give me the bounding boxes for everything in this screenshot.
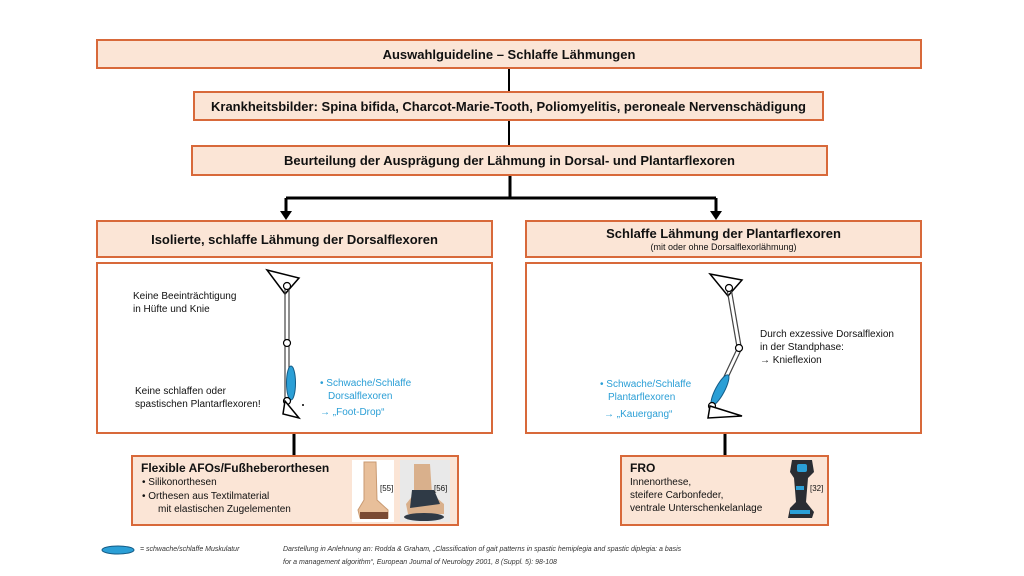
silicone-orthosis-image	[352, 460, 394, 522]
right-note-3: → Knieflexion	[760, 355, 822, 366]
page-title: Auswahlguideline – Schlaffe Lähmungen	[382, 46, 636, 62]
afo-item-3: mit elastischen Zugelementen	[158, 504, 291, 515]
diseases-text: Krankheitsbilder: Spina bifida, Charcot-…	[211, 98, 806, 114]
assessment-box: Beurteilung der Ausprägung der Lähmung i…	[191, 145, 828, 176]
left-header-box: Isolierte, schlaffe Lähmung der Dorsalfl…	[96, 220, 493, 258]
fro-line-1: Innenorthese,	[630, 477, 692, 488]
diseases-box: Krankheitsbilder: Spina bifida, Charcot-…	[193, 91, 824, 121]
textile-orthosis-image	[400, 460, 450, 522]
left-note-top-1: Keine Beeinträchtigung	[133, 291, 237, 302]
source-line-2: for a management algorithm“, European Jo…	[283, 559, 557, 566]
legend-text: = schwache/schlaffe Muskulatur	[140, 546, 240, 553]
leg-figure-icon	[265, 268, 304, 420]
muscle-legend-icon	[101, 545, 135, 555]
left-weak-2: Dorsalflexoren	[328, 391, 393, 402]
title-box: Auswahlguideline – Schlaffe Lähmungen	[96, 39, 922, 69]
left-result: → „Foot-Drop“	[320, 407, 385, 418]
right-header: Schlaffe Lähmung der Plantarflexoren	[606, 226, 841, 241]
fro-line-3: ventrale Unterschenkelanlage	[630, 503, 763, 514]
fro-orthosis-image	[788, 460, 814, 518]
left-note-left-2: spastischen Plantarflexoren!	[135, 399, 261, 410]
connector	[508, 121, 510, 145]
right-note-1: Durch exzessive Dorsalflexion	[760, 329, 894, 340]
afo-ref-2: [56]	[434, 484, 448, 493]
connector	[508, 69, 510, 91]
fro-title: FRO	[630, 461, 656, 475]
right-note-2: in der Standphase:	[760, 342, 844, 353]
afo-title: Flexible AFOs/Fußheberorthesen	[141, 461, 330, 475]
right-weak-2: Plantarflexoren	[608, 392, 676, 403]
left-weak-1: • Schwache/Schlaffe	[320, 378, 412, 389]
assessment-text: Beurteilung der Ausprägung der Lähmung i…	[284, 153, 735, 168]
left-note-top-2: in Hüfte und Knie	[133, 304, 210, 315]
left-content-box	[96, 262, 493, 434]
right-subheader: (mit oder ohne Dorsalflexorlähmung)	[650, 242, 797, 252]
fro-ref: [32]	[810, 484, 824, 493]
left-header: Isolierte, schlaffe Lähmung der Dorsalfl…	[151, 231, 438, 247]
right-result: → „Kauergang“	[604, 409, 673, 420]
afo-item-2: • Orthesen aus Textilmaterial	[142, 491, 270, 502]
crouch-leg-figure-icon	[707, 272, 744, 419]
left-note-left-1: Keine schlaffen oder	[135, 386, 226, 397]
right-header-box: Schlaffe Lähmung der Plantarflexoren (mi…	[525, 220, 922, 258]
right-weak-1: • Schwache/Schlaffe	[600, 379, 692, 390]
afo-ref-1: [55]	[380, 484, 394, 493]
afo-item-1: • Silikonorthesen	[142, 477, 217, 488]
source-line-1: Darstellung in Anlehnung an: Rodda & Gra…	[283, 546, 682, 553]
fro-line-2: steifere Carbonfeder,	[630, 490, 724, 501]
